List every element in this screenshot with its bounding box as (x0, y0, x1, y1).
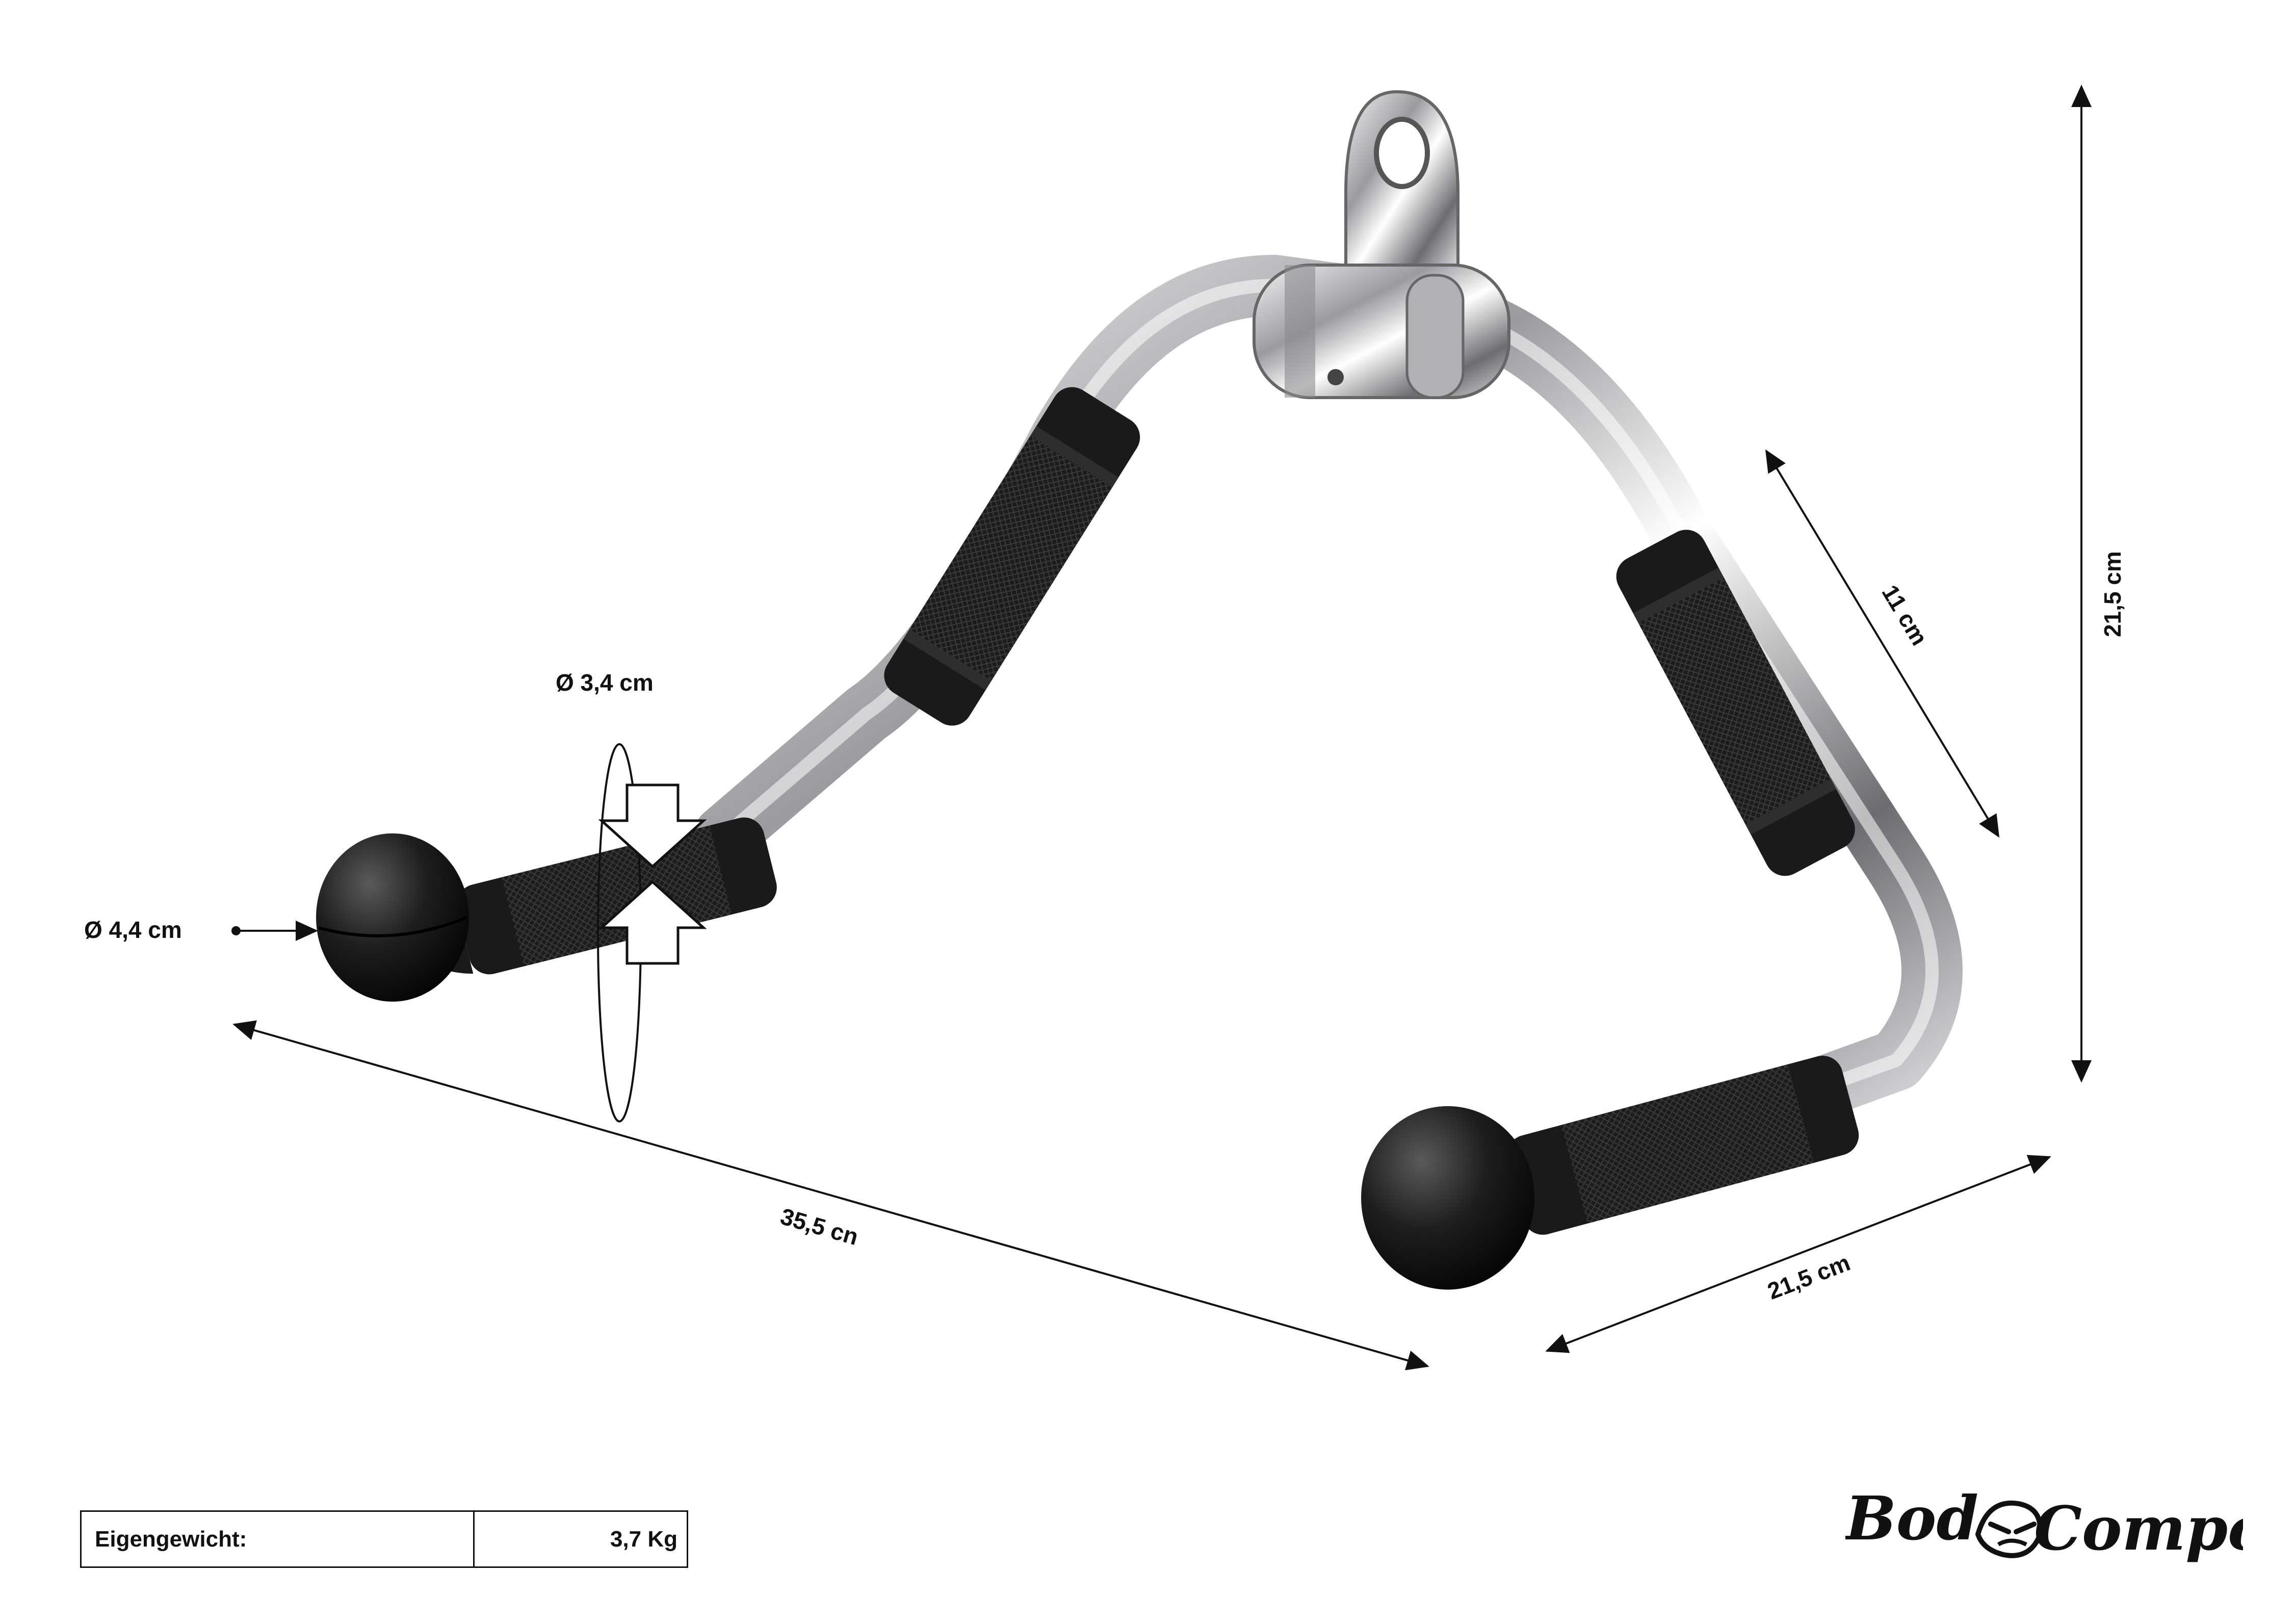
width-label: 35,5 cn (777, 1203, 861, 1250)
brand-logo-right: Compony (2034, 1493, 2243, 1564)
brand-mascot-icon (1975, 1500, 2043, 1558)
weight-value: 3,7 Kg (610, 1526, 677, 1552)
height-label: 21,5 cm (2099, 551, 2126, 637)
depth-label: 21,5 cm (1764, 1249, 1854, 1304)
knob-diameter-marker (231, 921, 318, 941)
grip-length-label: 11 cm (1876, 580, 1933, 649)
left-knob (316, 833, 469, 1002)
depth-dimension-line (1545, 1155, 2051, 1353)
grip-small-diameter-label: Ø 3,4 cm (556, 669, 654, 696)
swivel-hub (1253, 90, 1510, 399)
knob-diameter-label: Ø 4,4 cm (84, 916, 182, 943)
weight-label: Eigengewicht: (82, 1512, 475, 1566)
right-knob (1361, 1106, 1534, 1290)
brand-logo: Bod Compony (1845, 1483, 2243, 1564)
grip-diameter-marker (597, 743, 707, 1122)
width-dimension-line (232, 1020, 1429, 1371)
brand-logo-left: Bod (1845, 1483, 1978, 1554)
spec-table: Eigengewicht: 3,7 Kg (80, 1510, 688, 1568)
grip-length-dimension-line (1765, 449, 2000, 838)
left-upper-grip (884, 387, 1140, 726)
